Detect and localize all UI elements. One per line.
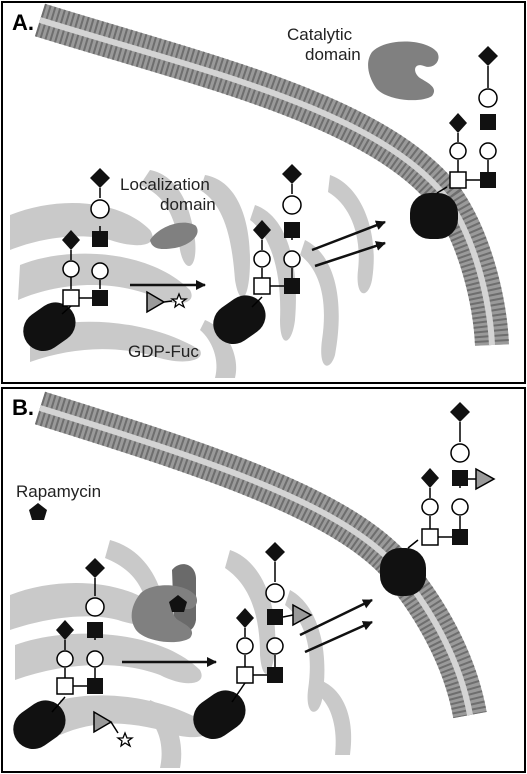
panel-b: Rapamycin <box>1 387 526 773</box>
fucose-triangle <box>93 710 113 734</box>
glcnac-square-white <box>62 289 80 307</box>
glcnac-square-black <box>87 678 103 694</box>
localization-domain-a <box>150 222 198 250</box>
glcnac-square-black <box>480 172 496 188</box>
galactose-circle <box>421 498 439 516</box>
sialic-acid-diamond <box>56 620 74 640</box>
glcnac-square-white <box>56 677 74 695</box>
localization-label-line2: domain <box>160 195 216 214</box>
glcnac-square-black <box>87 622 103 638</box>
sialic-acid-diamond <box>478 46 498 66</box>
galactose-circle <box>282 195 302 215</box>
glcnac-square-black <box>92 290 108 306</box>
sialic-acid-diamond <box>253 220 271 240</box>
sialic-acid-diamond <box>236 608 254 628</box>
sialic-acid-diamond <box>449 113 467 133</box>
galactose-circle <box>449 142 467 160</box>
galactose-circle <box>90 199 110 219</box>
arrow-b2-bottom <box>304 620 373 654</box>
galactose-circle <box>450 443 470 463</box>
panel-a: Catalytic domain Localization domain <box>1 1 526 384</box>
sialic-acid-diamond <box>450 402 470 422</box>
galactose-circle <box>253 250 271 268</box>
catalytic-domain-a <box>368 41 439 101</box>
glcnac-square-black <box>452 529 468 545</box>
galactose-circle <box>85 597 105 617</box>
sialic-acid-diamond <box>85 558 105 578</box>
arrow-a2-bottom <box>314 241 386 268</box>
galactose-circle <box>236 637 254 655</box>
golgi-stack-a <box>10 170 374 378</box>
glcnac-square-black <box>284 278 300 294</box>
fucose-triangle <box>475 467 496 491</box>
glycoprotein-a-left <box>23 168 110 352</box>
glycoprotein-b-membrane <box>380 402 496 596</box>
gdp-star <box>170 292 188 309</box>
catalytic-label-line1: Catalytic <box>287 25 353 44</box>
fucose-triangle <box>146 290 166 314</box>
galactose-circle <box>478 88 498 108</box>
galactose-circle <box>265 583 285 603</box>
rapamycin-label: Rapamycin <box>16 482 101 501</box>
glcnac-square-white <box>421 528 439 546</box>
glycoprotein-b-middle <box>193 542 313 740</box>
glcnac-square-white <box>449 171 467 189</box>
protein-a-membrane <box>410 193 458 239</box>
glcnac-square-black <box>480 114 496 130</box>
galactose-circle <box>479 142 497 160</box>
galactose-circle <box>86 650 104 668</box>
glycoprotein-a-membrane <box>410 46 498 239</box>
sialic-acid-diamond <box>90 168 110 188</box>
glcnac-square-black <box>267 667 283 683</box>
glcnac-square-black <box>452 470 468 486</box>
panel-b-label: B. <box>12 395 34 420</box>
rapamycin-pentagon <box>29 503 47 520</box>
sialic-acid-diamond <box>265 542 285 562</box>
glycoprotein-a-middle <box>213 164 302 345</box>
arrow-a2-top <box>311 220 386 252</box>
galactose-circle <box>62 260 80 278</box>
plasma-membrane-b <box>34 391 487 719</box>
protein-a-left <box>23 302 76 352</box>
protein-b-left <box>13 700 66 750</box>
galactose-circle <box>266 637 284 655</box>
gdp-star <box>116 731 134 748</box>
galactose-circle <box>91 262 109 280</box>
glcnac-square-black <box>284 222 300 238</box>
protein-b-membrane <box>380 548 426 596</box>
sialic-acid-diamond <box>282 164 302 184</box>
glcnac-square-white <box>253 277 271 295</box>
catalytic-label-line2: domain <box>305 45 361 64</box>
gdp-fuc-label: GDP-Fuc <box>128 342 199 361</box>
plasma-membrane-a <box>34 3 509 346</box>
localization-label-line1: Localization <box>120 175 210 194</box>
protein-a-middle <box>213 295 266 345</box>
panel-a-label: A. <box>12 10 34 35</box>
fucose-triangle <box>292 603 313 627</box>
protein-b-middle <box>193 690 246 740</box>
galactose-circle <box>451 498 469 516</box>
rapamycin-bound <box>169 595 187 612</box>
sialic-acid-diamond <box>62 230 80 250</box>
glycoprotein-b-left <box>13 558 105 750</box>
glcnac-square-black <box>267 609 283 625</box>
sialic-acid-diamond <box>421 468 439 488</box>
glcnac-square-white <box>236 666 254 684</box>
glcnac-square-black <box>92 231 108 247</box>
arrow-b2-top <box>299 598 373 637</box>
galactose-circle <box>56 650 74 668</box>
galactose-circle <box>283 250 301 268</box>
